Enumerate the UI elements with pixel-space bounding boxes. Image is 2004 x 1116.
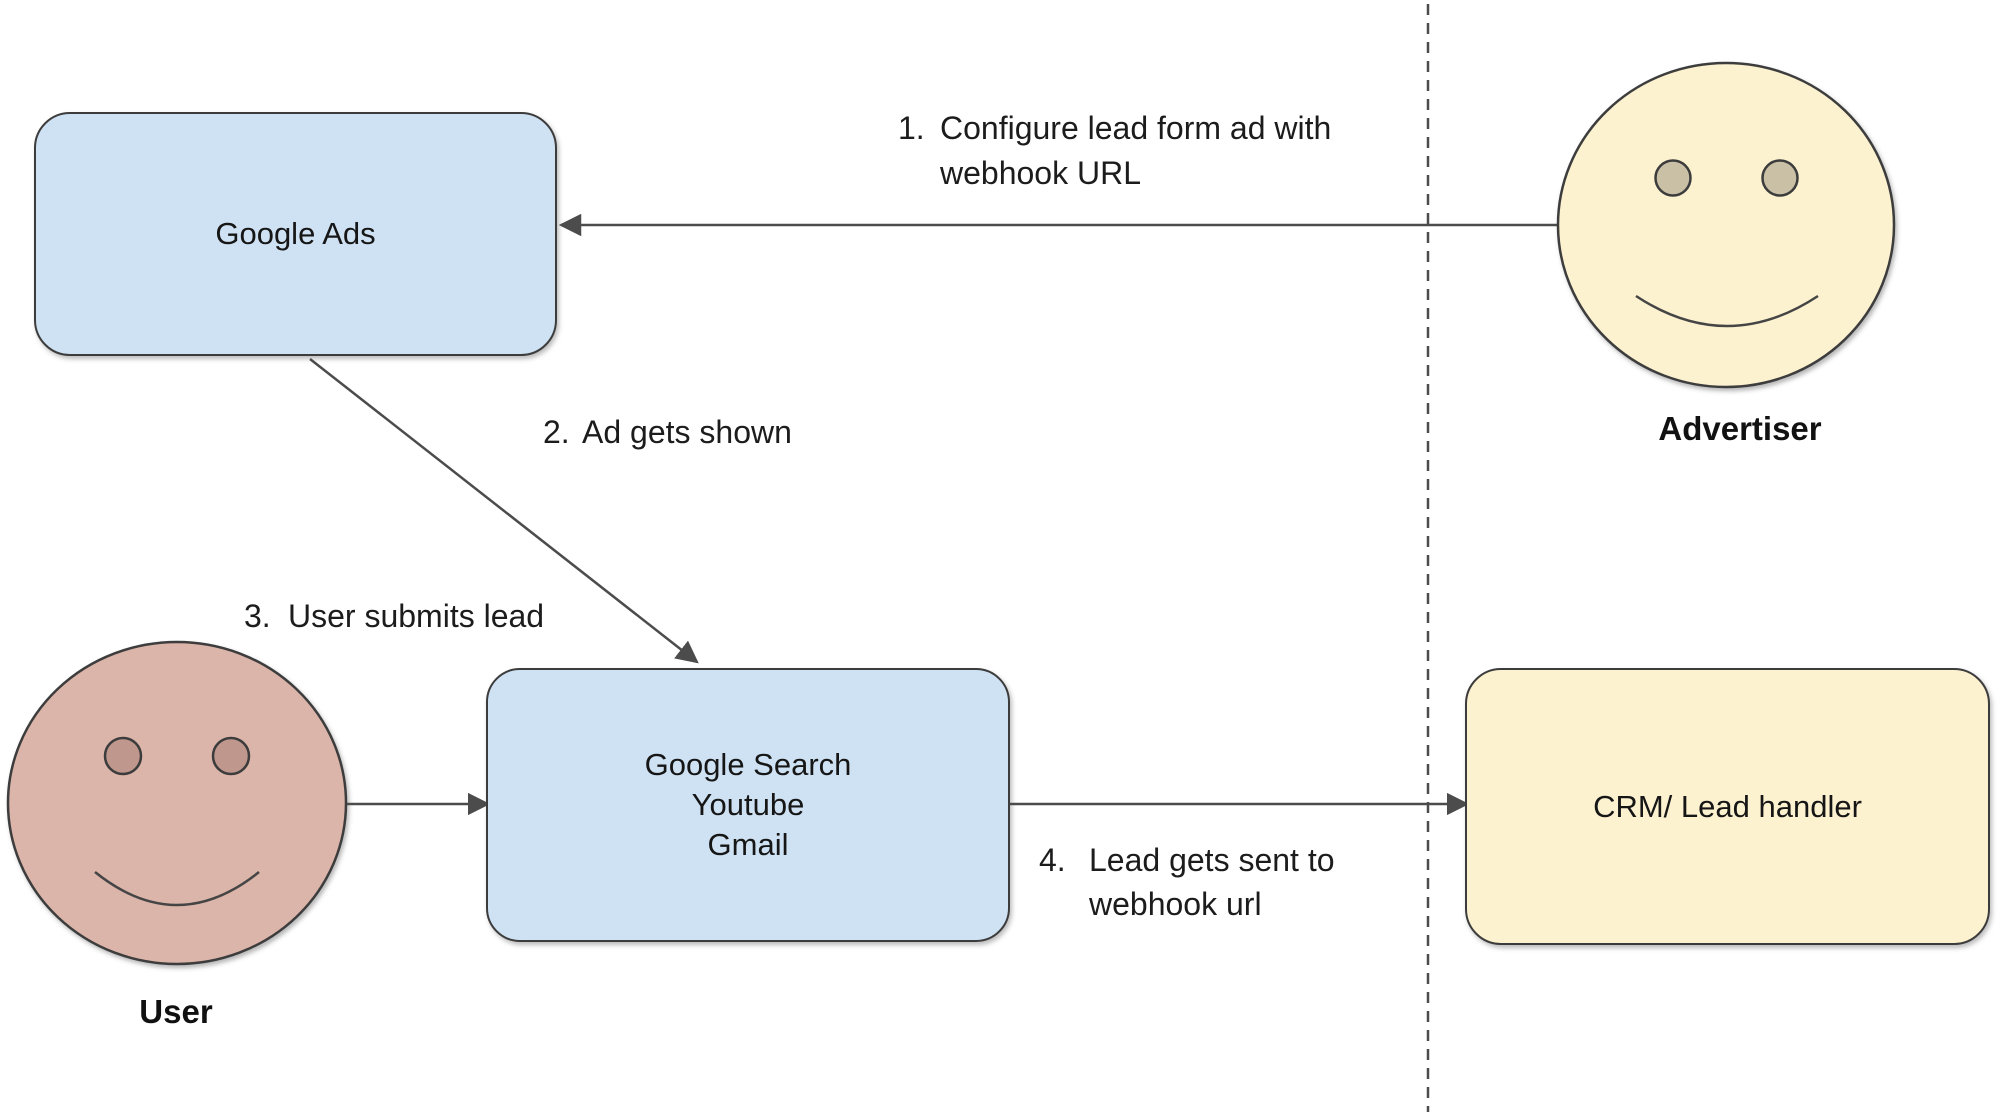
- step-4-number: 4.: [1039, 842, 1066, 878]
- node-surfaces-line-3: Gmail: [707, 827, 789, 862]
- step-4-line-1: Lead gets sent to: [1089, 842, 1335, 878]
- node-google-surfaces: Google Search Youtube Gmail: [486, 668, 1010, 942]
- advertiser-left-eye: [1654, 159, 1692, 197]
- arrow-google-ads-to-surfaces: [309, 358, 699, 664]
- user-left-eye: [103, 736, 143, 776]
- step-1-number: 1.: [898, 110, 925, 146]
- step-3-line-1: User submits lead: [288, 598, 545, 634]
- step-3-label: 3. User submits lead: [244, 594, 544, 639]
- node-surfaces-line-2: Youtube: [691, 787, 805, 822]
- step-3-number: 3.: [244, 598, 271, 634]
- user-smile: [94, 871, 260, 907]
- user-face: [6, 640, 348, 966]
- advertiser-right-eye: [1761, 159, 1799, 197]
- user-smiley-icon: [6, 640, 348, 966]
- step-1-line-2: webhook URL: [940, 155, 1141, 191]
- step-1-label: 1. Configure lead form ad with webhook U…: [898, 106, 1331, 196]
- user-name-label: User: [139, 993, 213, 1030]
- step-4-label: 4. Lead gets sent to webhook url: [1039, 838, 1335, 926]
- user-right-eye: [211, 736, 251, 776]
- step-4-line-2: webhook url: [1089, 886, 1262, 922]
- advertiser-face: [1556, 61, 1896, 389]
- step-2-line-1: Ad gets shown: [582, 414, 792, 450]
- node-crm-lead-handler: CRM/ Lead handler: [1465, 668, 1990, 945]
- advertiser-smiley-icon: [1556, 61, 1896, 389]
- node-google-ads-label: Google Ads: [215, 216, 376, 251]
- step-1-line-1: Configure lead form ad with: [940, 110, 1332, 146]
- node-google-ads: Google Ads: [34, 112, 557, 356]
- advertiser-smile: [1635, 294, 1819, 328]
- node-surfaces-line-1: Google Search: [644, 747, 852, 782]
- advertiser-name-label: Advertiser: [1658, 410, 1822, 447]
- step-2-label: 2. Ad gets shown: [543, 410, 792, 455]
- node-crm-label: CRM/ Lead handler: [1593, 788, 1862, 824]
- step-2-number: 2.: [543, 414, 570, 450]
